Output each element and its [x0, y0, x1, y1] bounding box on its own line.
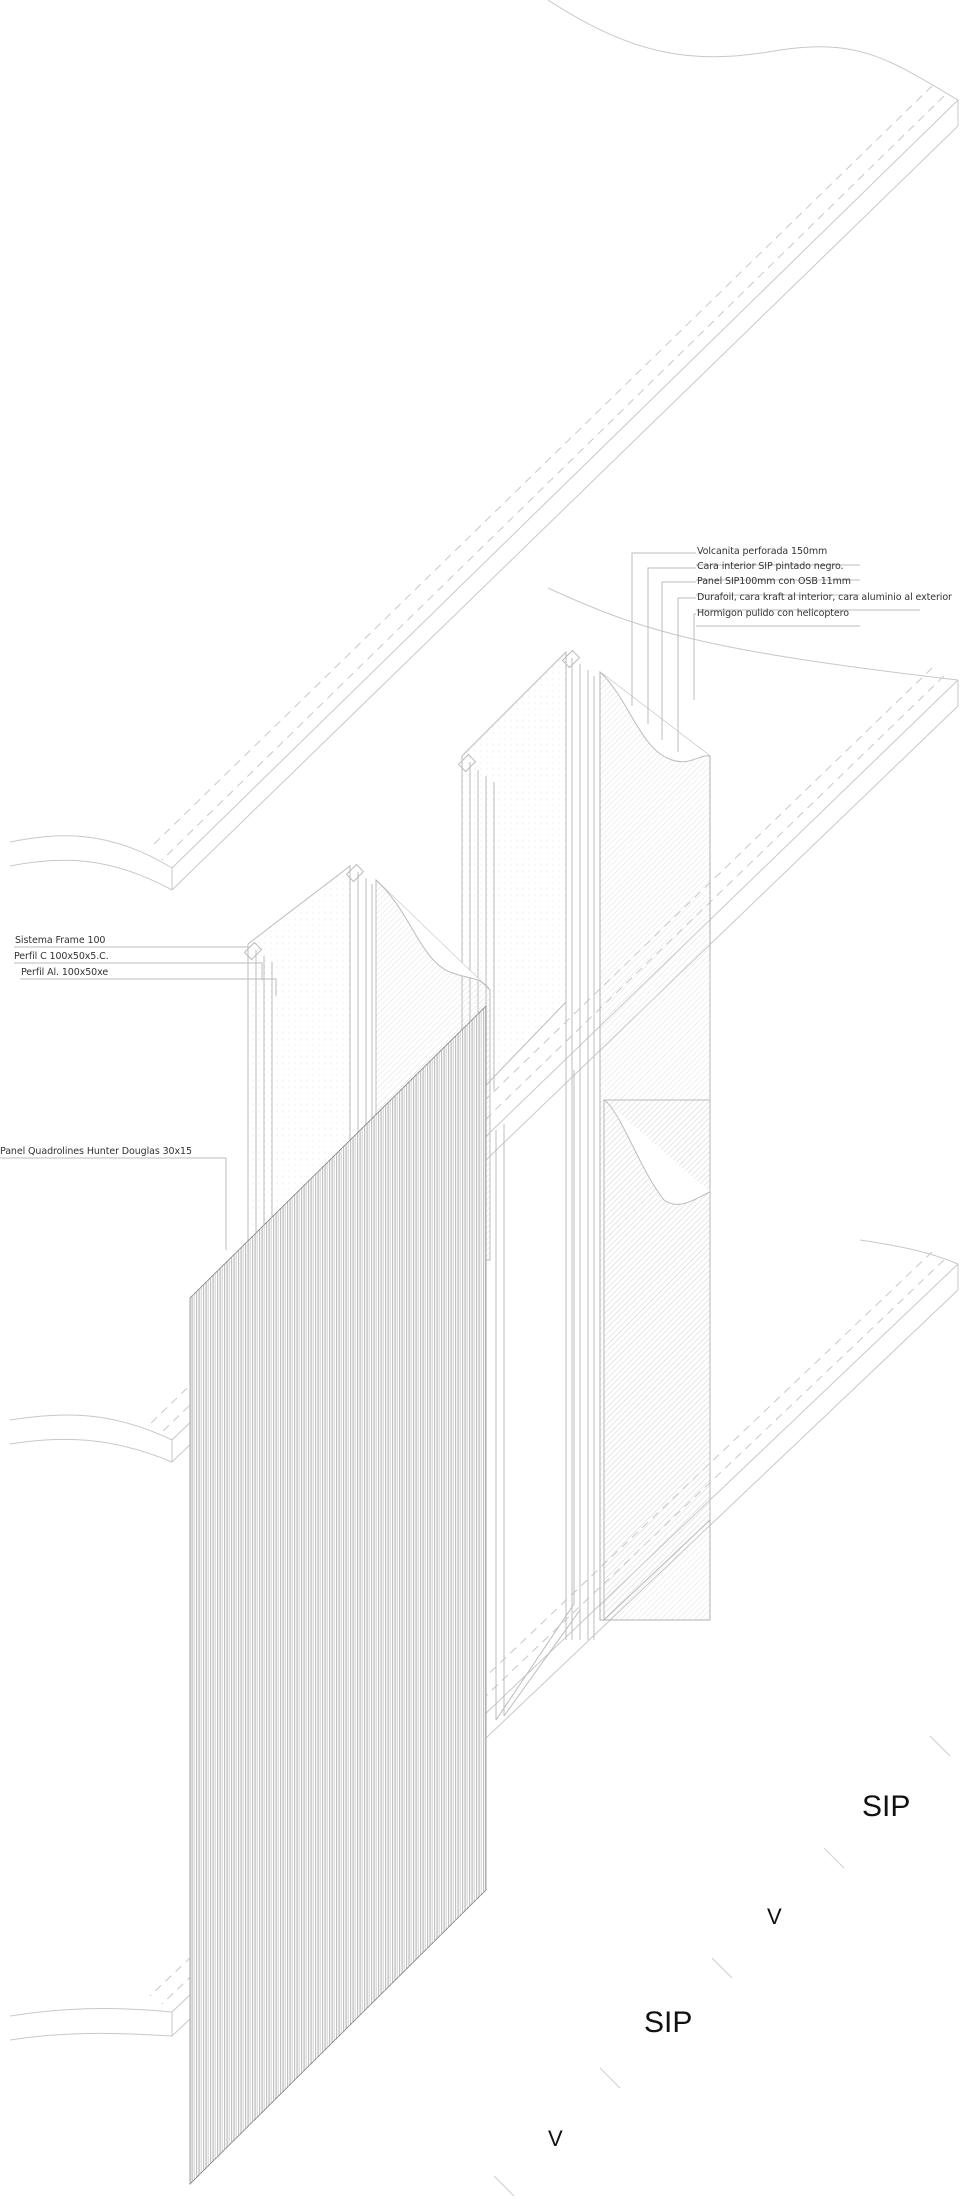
note-perfil-c: Perfil C 100x50x5.C. — [14, 951, 109, 962]
zone-tag-sip-1: SIP — [862, 1790, 911, 1823]
zone-tag-sip-2: SIP — [644, 2006, 693, 2039]
zone-tag-v-2: V — [548, 2126, 563, 2151]
note-volcanita: Volcanita perforada 150mm — [697, 546, 828, 557]
upper-slab — [9, 0, 959, 891]
note-cara-interior: Cara interior SIP pintado negro. — [697, 561, 844, 572]
note-durafoil: Durafoil, cara kraft al interior, cara a… — [697, 592, 952, 603]
leader-lines-right — [631, 552, 920, 752]
note-sistema-frame: Sistema Frame 100 — [15, 935, 106, 946]
note-hormigon: Hormigon pulido con helicoptero — [697, 608, 849, 619]
note-quadrolines: Panel Quadrolines Hunter Douglas 30x15 — [0, 1146, 192, 1157]
note-panel-sip: Panel SIP100mm con OSB 11mm — [697, 576, 851, 587]
zone-tag-v-1: V — [767, 1904, 782, 1929]
sip-wall-module-lower — [603, 960, 711, 1622]
note-perfil-al: Perfil Al. 100x50xe — [21, 967, 109, 978]
zone-dividers — [493, 1735, 951, 2197]
quadrolines-cladding — [189, 1005, 487, 2185]
leader-lines-left — [0, 946, 277, 1250]
